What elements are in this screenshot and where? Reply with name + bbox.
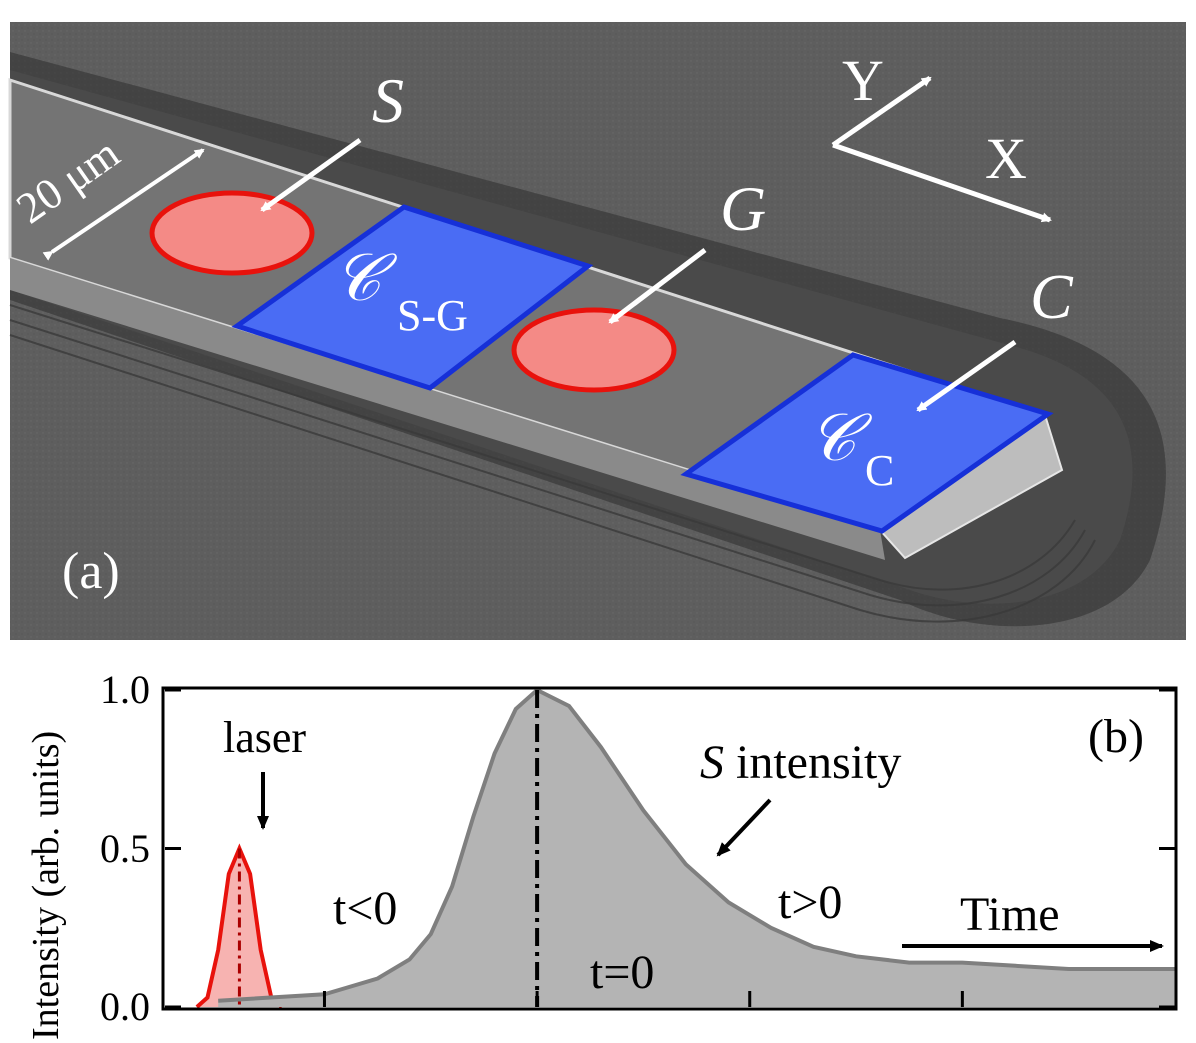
waveguide-side: [10, 258, 885, 560]
s-intensity-label-rest: intensity: [724, 736, 901, 789]
series-area-0: [196, 848, 282, 1007]
label-g: G: [720, 173, 766, 244]
spot-s: [149, 190, 315, 276]
arrow-c: [916, 339, 1017, 413]
label-c: C: [1030, 261, 1074, 332]
panel-a: 𝒞 S-G 𝒞 C 20 μm S G C Y X (a): [8, 22, 1186, 640]
series-line-1: [218, 687, 1175, 1003]
label-s: S: [372, 65, 404, 136]
panel-b-label: (b): [1088, 710, 1144, 763]
s-intensity-label: S intensity: [700, 736, 901, 789]
time-label: Time: [960, 888, 1060, 941]
axis-x-arrow: [832, 142, 1052, 223]
laser-label: laser: [223, 713, 306, 762]
t-positive-label: t>0: [778, 876, 842, 929]
region-sg-sub: S-G: [397, 291, 468, 340]
y-tick-label-2: 1.0: [100, 667, 150, 712]
s-intensity-arrow: [716, 798, 772, 857]
panel-b: Intensity (arb. units) 0.0 0.5 1.0 laser…: [25, 667, 1178, 1040]
y-tick-label-0: 0.0: [100, 984, 150, 1029]
striations: [9, 304, 1096, 623]
region-c: [680, 352, 1054, 534]
t-zero-label: t=0: [590, 946, 654, 999]
axis-x-label: X: [985, 126, 1027, 191]
arrow-s: [260, 137, 362, 213]
plot-frame: [161, 686, 1178, 1011]
s-intensity-label-s: S: [700, 736, 724, 789]
arrow-g: [608, 248, 707, 324]
plot-area: [165, 687, 1175, 1009]
t-negative-label: t<0: [333, 882, 397, 935]
axis-y-label: Y: [842, 48, 884, 113]
region-c-sub: C: [865, 446, 894, 495]
y-tick-label-1: 0.5: [100, 826, 150, 871]
axis-y-arrow: [831, 75, 932, 148]
panel-a-label: (a): [62, 543, 120, 600]
region-sg: [231, 204, 594, 391]
scale-bar-arrow: [42, 148, 205, 261]
spot-g: [511, 307, 677, 393]
series-area-1: [218, 690, 1175, 1007]
y-axis-label: Intensity (arb. units): [25, 731, 67, 1040]
